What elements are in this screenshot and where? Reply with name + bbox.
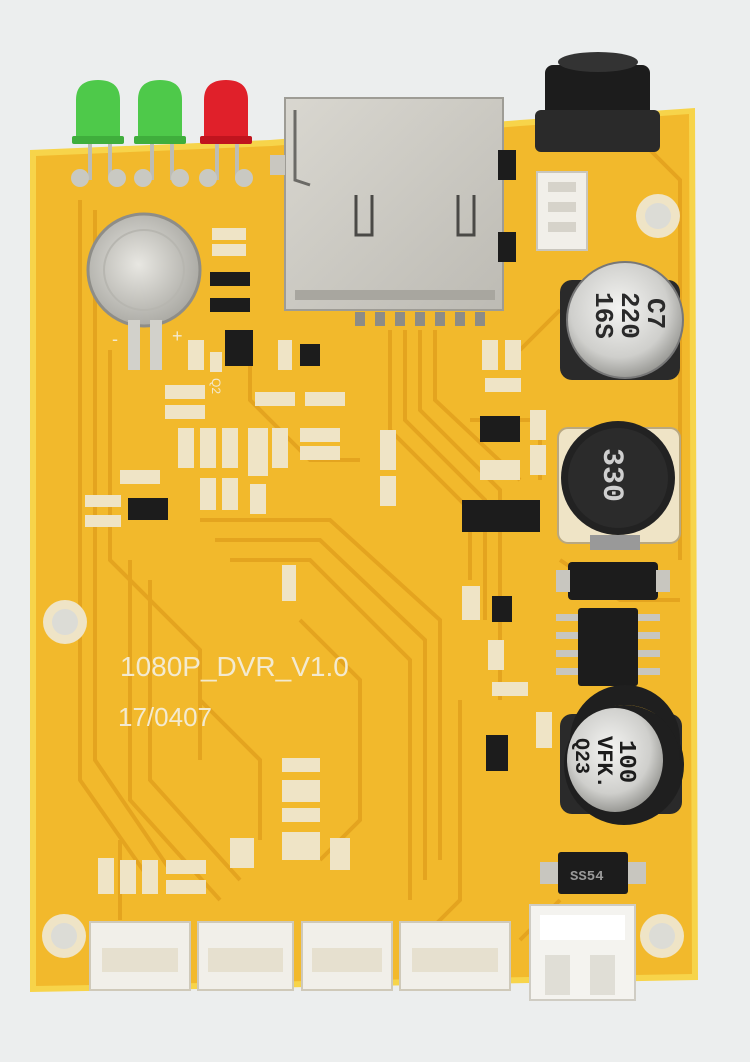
connector-bottom-4 [399, 921, 511, 991]
capacitor-bottom: 100 VFK. Q23 [560, 685, 684, 825]
ic-8pin [556, 608, 660, 686]
capacitor-top-line-1: C7 [640, 298, 670, 329]
led-green-1 [71, 80, 126, 187]
mounting-hole-bottom-right [640, 914, 684, 958]
mounting-hole-top-right [636, 194, 680, 238]
diode-middle [556, 562, 670, 600]
inductor-marking: 330 [594, 448, 628, 502]
sd-card-pins [355, 312, 485, 326]
board-model-label: 1080P_DVR_V1.0 [120, 651, 349, 682]
ir-receiver [535, 52, 660, 152]
q2-label: Q2 [209, 378, 223, 394]
capacitor-top-line-3: 16S [588, 292, 618, 339]
capacitor-bottom-line-1: 100 [612, 740, 639, 783]
connector-bottom-2 [197, 921, 294, 991]
connector-bottom-3 [301, 921, 393, 991]
capacitor-top-line-2: 220 [614, 292, 644, 339]
diode-bottom: SS54 [540, 852, 646, 894]
coin-battery: - + [86, 212, 202, 370]
battery-minus-label: - [112, 329, 118, 349]
led-green-2 [134, 80, 189, 187]
smd-components [85, 228, 552, 894]
connector-bottom-1 [89, 921, 191, 991]
capacitor-bottom-line-2: VFK. [591, 736, 616, 789]
power-connector [529, 904, 636, 1001]
led-red [199, 80, 253, 187]
mounting-hole-left [43, 600, 87, 644]
connector-small-top [536, 171, 588, 251]
capacitor-top: C7 220 16S [560, 261, 684, 380]
board-date-label: 17/0407 [118, 702, 212, 732]
inductor: 330 [557, 421, 681, 550]
battery-plus-label: + [172, 326, 183, 346]
diode-marking: SS54 [570, 869, 604, 885]
sd-card-slot [270, 97, 516, 326]
capacitor-bottom-line-3: Q23 [569, 738, 592, 774]
mounting-hole-bottom-left [42, 914, 86, 958]
